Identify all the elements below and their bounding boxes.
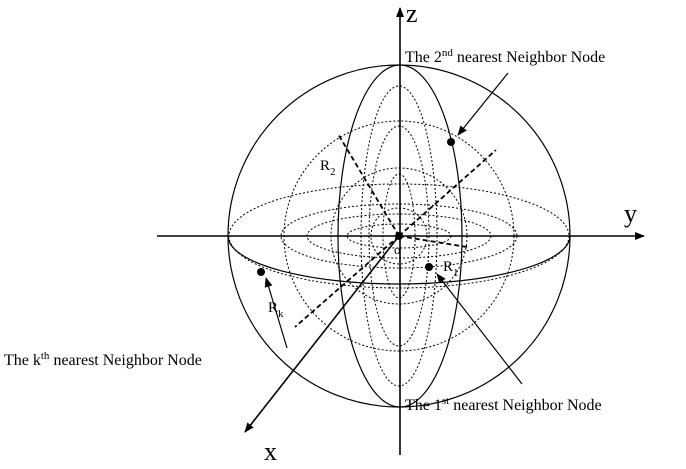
x-axis — [244, 235, 400, 433]
first-node-caption: The 1st nearest Neighbor Node — [405, 395, 602, 414]
equator-front-arc — [227, 235, 571, 285]
first-callout-arrow — [436, 273, 523, 385]
r2-label: R2 — [320, 158, 336, 178]
radius-2nd-node-line — [398, 149, 497, 237]
second-node-caption: The 2nd nearest Neighbor Node — [405, 47, 605, 66]
kth-callout-arrow — [264, 277, 288, 349]
kth-nearest-node — [257, 268, 265, 276]
second-callout-arrow — [457, 72, 509, 136]
z-axis-label: z — [406, 0, 418, 28]
kth-node-caption: The kth nearest Neighbor Node — [4, 350, 202, 369]
y-axis-label: y — [624, 199, 637, 228]
radius-r2-line — [337, 133, 400, 237]
x-axis-label: x — [264, 437, 277, 464]
radius-rk-line — [294, 235, 400, 328]
r1-label: R1 — [443, 259, 459, 279]
origin-node — [395, 232, 403, 240]
radius-r1-line — [398, 235, 468, 248]
rk-label: Rk — [268, 300, 284, 320]
first-nearest-node — [425, 263, 433, 271]
second-nearest-node — [447, 138, 455, 146]
origin-label: o — [394, 242, 401, 257]
